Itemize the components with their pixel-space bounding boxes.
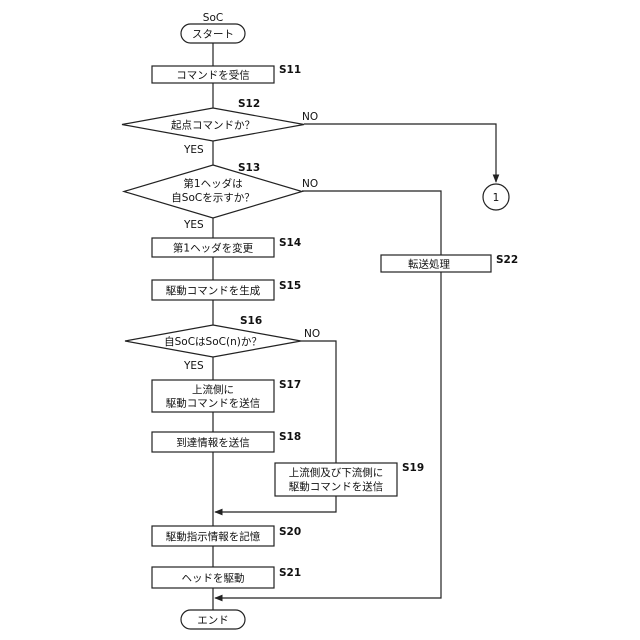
- s16-no-label: NO: [304, 328, 320, 340]
- step-id-s22: S22: [496, 254, 518, 266]
- step-id-s19: S19: [402, 462, 424, 474]
- s16-yes-label: YES: [183, 360, 204, 372]
- step-id-s21: S21: [279, 567, 301, 579]
- process-s19-label-line2: 駆動コマンドを送信: [289, 480, 384, 493]
- s13-yes-label: YES: [183, 219, 204, 231]
- process-s22-label: 転送処理: [408, 258, 450, 271]
- step-id-s11: S11: [279, 64, 301, 76]
- offpage-connector-label: 1: [493, 192, 500, 204]
- decision-s13-label-line2: 自SoCを示すか？: [171, 191, 254, 204]
- process-s19-label-line1: 上流側及び下流側に: [289, 466, 384, 479]
- process-s20-label: 駆動指示情報を記憶: [166, 530, 261, 543]
- step-id-s14: S14: [279, 237, 301, 249]
- process-s11-label: コマンドを受信: [176, 70, 250, 82]
- process-s17-label-line1: 上流側に: [192, 383, 234, 396]
- decision-s12-label: 起点コマンドか？: [171, 120, 255, 132]
- step-id-s20: S20: [279, 526, 301, 538]
- step-id-s12: S12: [238, 98, 260, 110]
- start-label: スタート: [192, 29, 234, 41]
- decision-s13-label-line1: 第1ヘッダは: [183, 177, 242, 190]
- step-id-s18: S18: [279, 431, 301, 443]
- s13-no-label: NO: [302, 178, 318, 190]
- step-id-s17: S17: [279, 379, 301, 391]
- process-s14-label: 第1ヘッダを変更: [173, 242, 254, 255]
- s12-yes-label: YES: [183, 144, 204, 156]
- step-id-s16: S16: [240, 315, 262, 327]
- step-id-s13: S13: [238, 162, 260, 174]
- process-s21-label: ヘッドを駆動: [182, 572, 245, 585]
- end-label: エンド: [197, 615, 229, 627]
- s12-no-label: NO: [302, 111, 318, 123]
- process-s18-label: 到達情報を送信: [176, 436, 250, 449]
- decision-s16-label: 自SoCはSoC(n)か？: [164, 335, 262, 348]
- diagram-title: SoC: [203, 12, 223, 24]
- process-s15-label: 駆動コマンドを生成: [166, 284, 261, 297]
- process-s17-label-line2: 駆動コマンドを送信: [166, 397, 261, 410]
- step-id-s15: S15: [279, 280, 301, 292]
